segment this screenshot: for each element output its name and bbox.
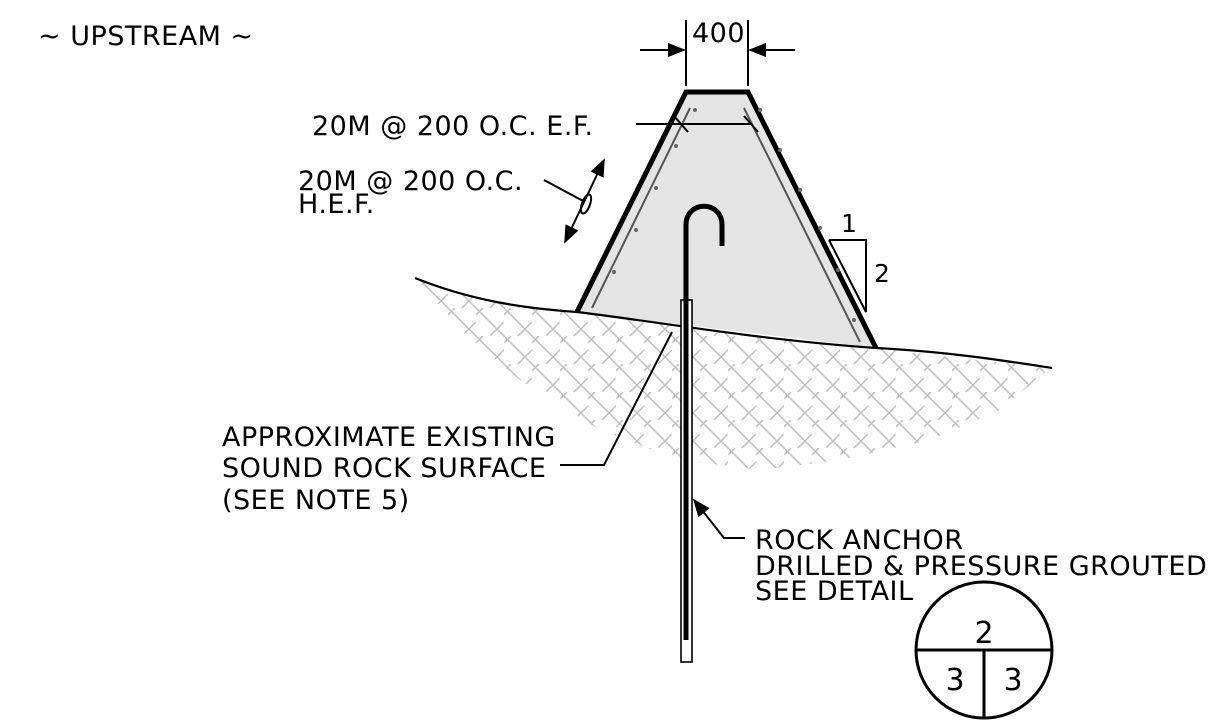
detail-sheet-left: 3 <box>945 663 964 698</box>
rock-anchor <box>680 203 725 663</box>
slope-run-label: 1 <box>841 209 857 238</box>
rock-anchor-note-line2: DRILLED & PRESSURE GROUTED <box>755 551 1207 582</box>
rock-anchor-note-line3: SEE DETAIL <box>755 576 914 607</box>
dam-upstream-face <box>574 89 879 350</box>
rock-anchor-note-line1: ROCK ANCHOR <box>755 525 964 556</box>
view-label: ~ UPSTREAM ~ <box>38 21 254 52</box>
rebar-line-left <box>591 107 691 309</box>
rock-surface-leader <box>560 331 673 466</box>
rebar-dots <box>612 108 856 322</box>
concrete-dam-body <box>577 92 876 348</box>
top-width-label: 400 <box>692 18 745 49</box>
rock-surface-note-line3: (SEE NOTE 5) <box>222 485 410 516</box>
horizontal-rebar-leader <box>543 158 605 244</box>
detail-sheet-right: 3 <box>1003 663 1022 698</box>
detail-number: 2 <box>974 616 993 651</box>
detail-callout <box>914 580 1054 720</box>
rock-hatch-region <box>418 280 1050 470</box>
rock-surface-note-line1: APPROXIMATE EXISTING <box>222 422 556 453</box>
horizontal-rebar-label-line2: H.E.F. <box>298 189 375 220</box>
rebar-line-right <box>743 107 861 343</box>
rock-surface-note-line2: SOUND ROCK SURFACE <box>222 453 547 484</box>
slope-rise-label: 2 <box>874 259 890 288</box>
rock-anchor-leader <box>692 498 745 539</box>
vertical-rebar-label: 20M @ 200 O.C. E.F. <box>312 111 594 142</box>
rebar-tick-right <box>743 115 759 133</box>
slope-indicator <box>828 239 867 313</box>
rock-surface-line <box>414 276 1053 370</box>
top-width-dimension <box>640 20 795 86</box>
horizontal-rebar-label-line1: 20M @ 200 O.C. <box>298 166 523 197</box>
rebar-tick-left <box>673 115 689 133</box>
